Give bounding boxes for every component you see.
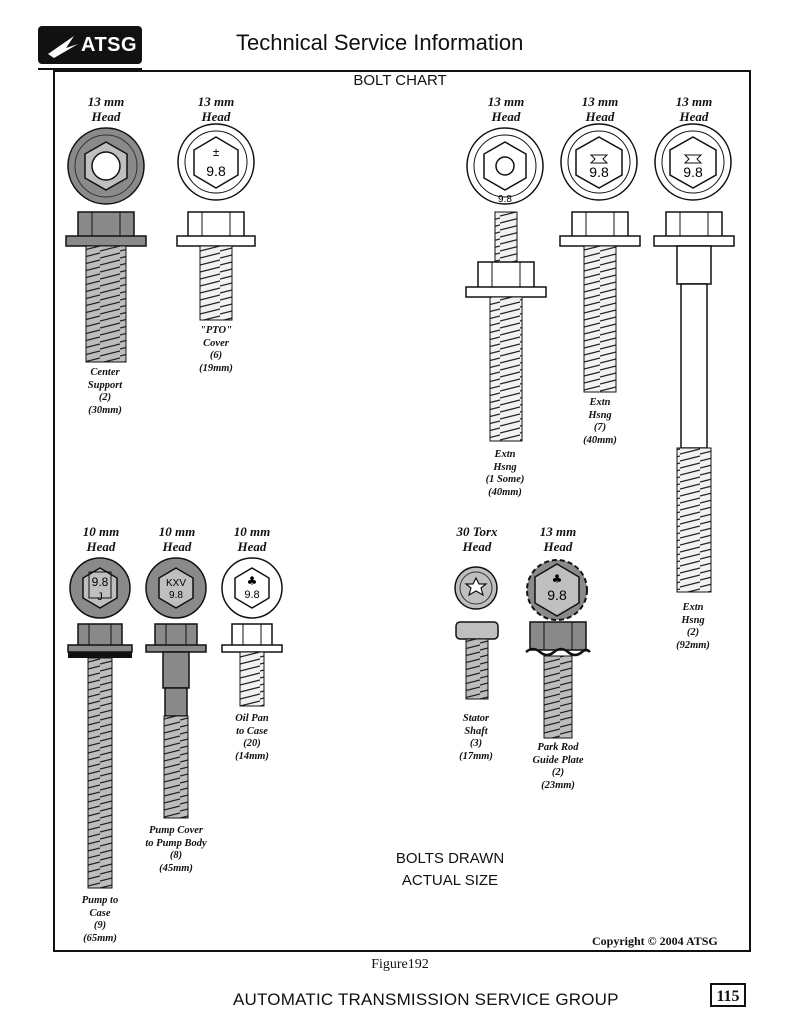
- svg-text:J: J: [97, 591, 103, 603]
- bolt-7-side-view: [145, 623, 207, 819]
- copyright: Copyright © 2004 ATSG: [592, 934, 718, 948]
- bolt-9-side-view: [455, 621, 499, 700]
- actual-size-note: BOLTS DRAWN ACTUAL SIZE: [395, 850, 505, 889]
- bolt-9-head-view: [454, 566, 498, 610]
- atsg-logo: ATSG: [38, 26, 142, 64]
- bolt-4-head-view: 9.8: [560, 123, 638, 201]
- bolt-5-side-view: [653, 211, 735, 593]
- bolt-5-head-view: 9.8: [654, 123, 732, 201]
- page-title: Technical Service Information: [236, 30, 524, 55]
- svg-text:♣: ♣: [552, 572, 563, 586]
- bolt-6-side-view: [67, 623, 133, 889]
- bolt-3-side-view: [465, 211, 547, 442]
- svg-text:9.8: 9.8: [169, 590, 183, 601]
- bolt-10-head-view: ♣ 9.8: [526, 559, 588, 621]
- svg-text:±: ±: [213, 145, 220, 159]
- svg-text:♣: ♣: [247, 574, 258, 588]
- svg-text:9.8: 9.8: [244, 589, 259, 601]
- bolt-2-caption: "PTO"Cover(6)(19mm): [199, 325, 233, 374]
- bolt-1-side-view: [65, 211, 147, 363]
- bolt-7-head-view: KXV 9.8: [145, 557, 207, 619]
- svg-text:9.8: 9.8: [498, 194, 512, 205]
- svg-text:KXV: KXV: [166, 578, 186, 589]
- figure-label: Figure192: [371, 957, 429, 972]
- chart-title: BOLT CHART: [353, 72, 447, 89]
- bolt-8-side-view: [221, 623, 283, 707]
- bolt-chart-panel: [53, 70, 751, 952]
- page-number: 115: [710, 983, 746, 1007]
- bolt-1-head-view: [67, 127, 145, 205]
- svg-text:9.8: 9.8: [92, 575, 109, 589]
- logo-underline: [38, 68, 142, 70]
- bolt-8-head-view: ♣ 9.8: [221, 557, 283, 619]
- bolt-4-side-view: [559, 211, 641, 393]
- bolt-2-head-view: ± 9.8: [177, 123, 255, 201]
- bolt-6-head-view: 9.8 J: [69, 557, 131, 619]
- logo-swoosh-icon: [48, 36, 78, 58]
- svg-text:9.8: 9.8: [683, 164, 703, 180]
- svg-text:9.8: 9.8: [547, 587, 567, 603]
- logo-text: ATSG: [81, 34, 138, 56]
- svg-text:9.8: 9.8: [206, 163, 226, 179]
- bolt-2-side-view: [176, 211, 256, 321]
- footer-company: AUTOMATIC TRANSMISSION SERVICE GROUP: [233, 990, 619, 1009]
- bolt-10-side-view: [525, 621, 591, 739]
- bolt-3-head-view: 9.8: [466, 127, 544, 205]
- svg-text:9.8: 9.8: [589, 164, 609, 180]
